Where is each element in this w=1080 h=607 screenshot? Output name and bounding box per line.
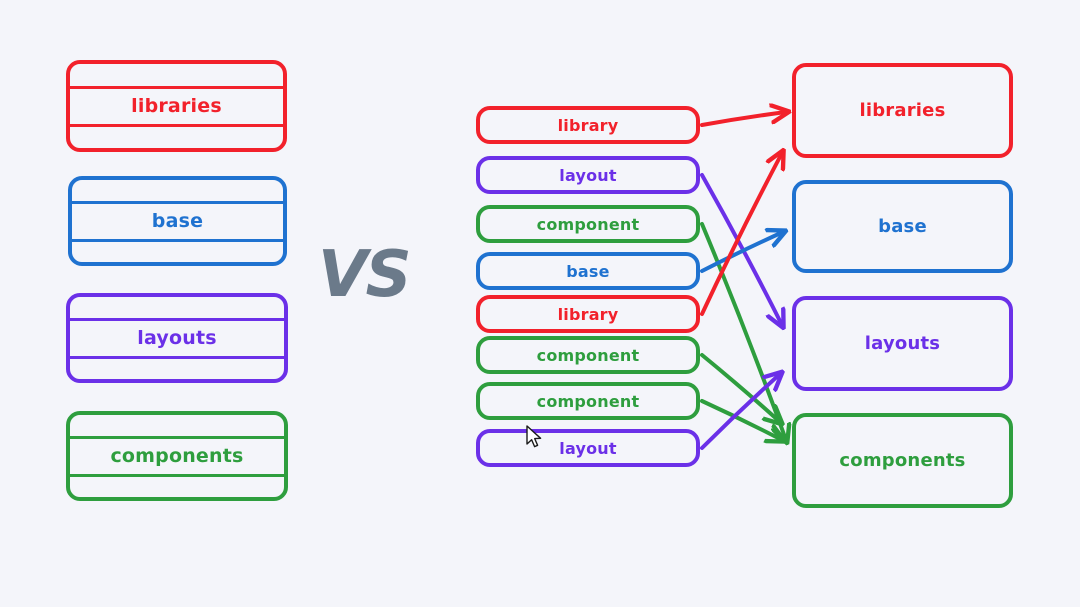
- box-divider-bottom: [69, 356, 285, 360]
- vs-label: VS: [318, 238, 412, 312]
- middle-pill-base-3[interactable]: base: [476, 252, 700, 290]
- arrow-layout-1-to-layouts: [700, 173, 782, 325]
- right-box-label: components: [839, 450, 966, 471]
- middle-pill-label: base: [566, 261, 610, 281]
- box-divider-bottom: [69, 474, 285, 478]
- arrow-library-2-to-libraries: [700, 153, 782, 316]
- left-box-label: components: [110, 445, 244, 467]
- right-box-label: base: [878, 216, 927, 237]
- middle-pill-label: library: [557, 304, 619, 324]
- arrow-component-2-to-components: [700, 353, 780, 422]
- middle-pill-layout-1[interactable]: layout: [476, 156, 700, 194]
- box-divider-top: [69, 85, 284, 89]
- middle-pill-label: library: [557, 115, 619, 135]
- arrow-layout-2-to-layouts: [700, 374, 780, 450]
- box-divider-bottom: [71, 239, 284, 243]
- box-divider-top: [71, 201, 284, 205]
- left-box-label: layouts: [137, 327, 217, 349]
- arrow-library-1-to-libraries: [700, 112, 786, 127]
- arrow-component-1-to-components: [700, 222, 786, 440]
- arrow-base-to-base: [700, 232, 783, 273]
- left-box-libraries-0[interactable]: libraries: [66, 60, 287, 152]
- middle-pill-library-4[interactable]: library: [476, 295, 700, 333]
- middle-pill-layout-7[interactable]: layout: [476, 429, 700, 467]
- right-box-label: layouts: [864, 333, 941, 354]
- middle-pill-label: component: [536, 391, 640, 411]
- right-box-layouts-2[interactable]: layouts: [792, 296, 1013, 391]
- middle-pill-component-5[interactable]: component: [476, 336, 700, 374]
- right-box-components-3[interactable]: components: [792, 413, 1013, 508]
- middle-pill-component-2[interactable]: component: [476, 205, 700, 243]
- left-box-label: libraries: [131, 95, 222, 117]
- left-box-layouts-2[interactable]: layouts: [66, 293, 288, 383]
- left-box-base-1[interactable]: base: [68, 176, 287, 266]
- box-divider-top: [69, 436, 285, 440]
- left-box-label: base: [151, 210, 204, 232]
- middle-pill-label: layout: [559, 438, 617, 458]
- box-divider-top: [69, 318, 285, 322]
- middle-pill-component-6[interactable]: component: [476, 382, 700, 420]
- arrow-component-3-to-components: [700, 399, 782, 440]
- right-box-base-1[interactable]: base: [792, 180, 1013, 273]
- middle-pill-label: component: [536, 345, 640, 365]
- middle-pill-label: component: [536, 214, 640, 234]
- right-box-label: libraries: [859, 100, 946, 121]
- middle-pill-label: layout: [559, 165, 617, 185]
- box-divider-bottom: [69, 124, 284, 128]
- left-box-components-3[interactable]: components: [66, 411, 288, 501]
- middle-pill-library-0[interactable]: library: [476, 106, 700, 144]
- right-box-libraries-0[interactable]: libraries: [792, 63, 1013, 158]
